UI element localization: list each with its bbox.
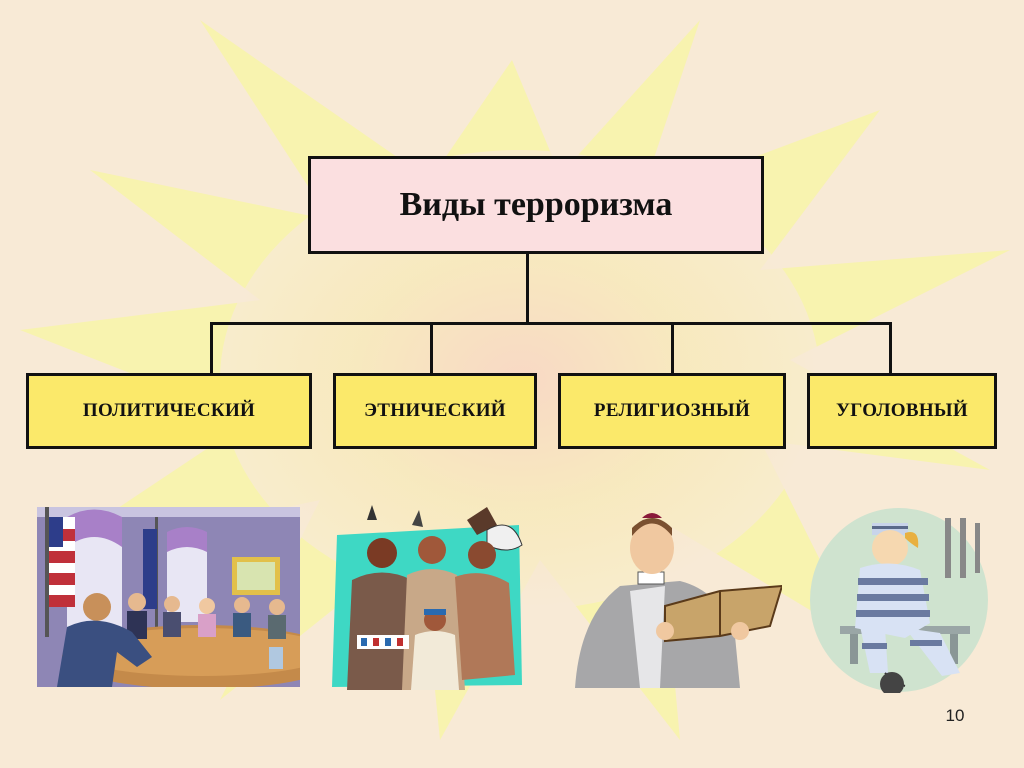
- category-box-political: ПОЛИТИЧЕСКИЙ: [26, 373, 312, 449]
- category-box-ethnic: ЭТНИЧЕСКИЙ: [333, 373, 537, 449]
- category-label-criminal: УГОЛОВНЫЙ: [836, 400, 968, 421]
- category-label-religious: РЕЛИГИОЗНЫЙ: [593, 400, 751, 421]
- connector-criminal: [889, 322, 892, 373]
- connector-religious: [671, 322, 674, 373]
- meeting-room-illustration: [37, 507, 300, 687]
- category-box-religious: РЕЛИГИОЗНЫЙ: [558, 373, 786, 449]
- category-label-political: ПОЛИТИЧЕСКИЙ: [82, 400, 256, 421]
- prisoner-illustration: [810, 508, 988, 693]
- diagram-title-box: Виды терроризма: [308, 156, 764, 254]
- diagram-title: Виды терроризма: [399, 186, 673, 223]
- connector-political: [210, 322, 213, 373]
- connector-title-down: [526, 254, 529, 322]
- priest-reading-illustration: [575, 513, 782, 688]
- native-people-illustration: [332, 505, 523, 690]
- category-box-criminal: УГОЛОВНЫЙ: [807, 373, 997, 449]
- page-number: 10: [945, 706, 965, 725]
- connector-horizontal: [210, 322, 892, 325]
- category-label-ethnic: ЭТНИЧЕСКИЙ: [364, 400, 506, 421]
- connector-ethnic: [430, 322, 433, 373]
